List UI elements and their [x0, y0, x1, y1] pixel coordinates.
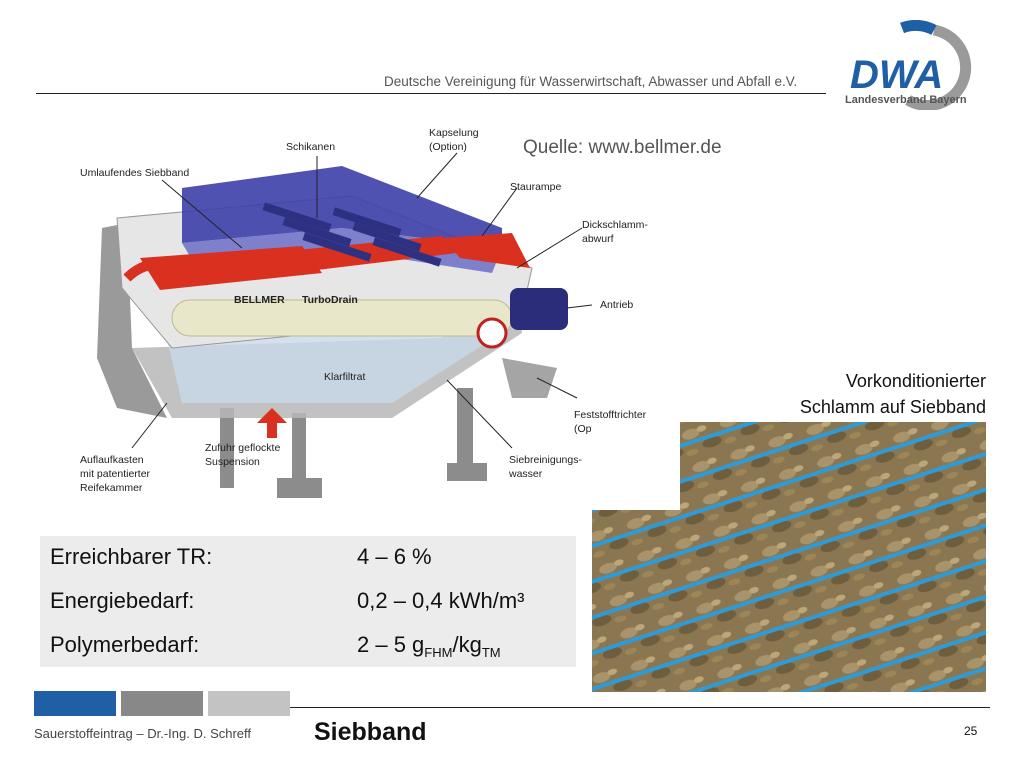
- caption-line-2: Schlamm auf Siebband: [799, 397, 986, 417]
- slide-title: Siebband: [314, 718, 427, 746]
- label-feststofftrichter: Feststofftrichter: [574, 409, 647, 421]
- spec-subscript-tm: TM: [481, 645, 501, 660]
- spec-row-energy: Energiebedarf: 0,2 – 0,4 kWh/m³: [50, 588, 525, 614]
- logo-text: DWA: [850, 53, 943, 97]
- label-kapselung-option: (Option): [429, 141, 467, 153]
- drive-motor: [510, 288, 568, 330]
- spec-row-polymer: Polymerbedarf: 2 – 5 gFHM/kgTM: [50, 632, 501, 660]
- organization-name: Deutsche Vereinigung für Wasserwirtschaf…: [384, 74, 798, 89]
- spec-label: Polymerbedarf:: [50, 632, 200, 657]
- label-siebreinigung: Siebreinigungs-: [509, 454, 582, 466]
- label-kapselung: Kapselung: [429, 127, 479, 139]
- spec-value: 2 – 5 gFHM/kgTM: [357, 632, 501, 660]
- dwa-logo: DWA: [850, 20, 972, 110]
- source-credit: Quelle: www.bellmer.de: [523, 137, 722, 158]
- leader-lines: [131, 152, 593, 449]
- feed-arrow-bottom: [257, 408, 287, 438]
- label-schikanen: Schikanen: [286, 141, 335, 153]
- label-zufuhr: Zufuhr geflockte: [205, 442, 280, 454]
- footer-bar-gray: [121, 691, 203, 716]
- label-auflaufkasten: Auflaufkasten: [80, 454, 144, 466]
- sludge-zone-left: [140, 246, 322, 290]
- label-antrieb: Antrieb: [600, 299, 633, 311]
- spec-value-main: 2 – 5 g: [357, 632, 425, 657]
- machine-leg: [220, 408, 234, 488]
- footer-divider: [290, 707, 990, 708]
- spec-value-mid: /kg: [452, 632, 482, 657]
- label-patentierter: mit patentierter: [80, 468, 151, 480]
- photo-caption: Vorkonditionierter Schlamm auf Siebband: [700, 368, 986, 420]
- spec-subscript-fhm: FHM: [424, 645, 453, 660]
- page-number: 25: [964, 724, 978, 738]
- head-box: [97, 223, 167, 418]
- brand-label: BELLMER: [234, 294, 285, 306]
- spec-label: Energiebedarf:: [50, 588, 195, 613]
- spec-row-tr: Erreichbarer TR: 4 – 6 %: [50, 544, 432, 570]
- machine-leg: [292, 413, 306, 483]
- label-siebreinigung-wasser: wasser: [508, 468, 543, 480]
- sludge-zone-right: [442, 233, 530, 268]
- header-divider: [36, 93, 826, 94]
- label-suspension: Suspension: [205, 456, 260, 468]
- label-dickschlamm: Dickschlamm-: [582, 219, 648, 231]
- label-staurampe: Staurampe: [510, 181, 562, 193]
- machine-foot: [447, 463, 487, 481]
- machine-leg: [457, 388, 473, 468]
- model-label: TurboDrain: [302, 294, 358, 306]
- solids-hopper: [502, 358, 557, 398]
- siebband-machine-diagram: BELLMER TurboDrain Umlaufendes Siebband …: [80, 127, 648, 498]
- machine-foot: [277, 478, 322, 498]
- chicanes: [262, 202, 442, 267]
- sludge-photo: [592, 422, 986, 692]
- photo-corner-cutout: [592, 422, 680, 510]
- drive-wheel: [476, 317, 508, 349]
- spec-value: 0,2 – 0,4 kWh/m³: [357, 588, 525, 613]
- label-klarfiltrat: Klarfiltrat: [324, 371, 366, 383]
- footer-bar-light: [208, 691, 290, 716]
- logo-subtitle: Landesverband Bayern: [845, 94, 967, 106]
- caption-line-1: Vorkonditionierter: [845, 371, 986, 391]
- specs-box: Erreichbarer TR: 4 – 6 % Energiebedarf: 0,…: [40, 536, 576, 667]
- footer-bar-blue: [34, 691, 116, 716]
- label-umlaufendes-siebband: Umlaufendes Siebband: [80, 167, 189, 179]
- cover-capsule: [182, 166, 502, 248]
- spec-value: 4 – 6 %: [357, 544, 432, 569]
- label-dickschlamm-abwurf: abwurf: [582, 233, 614, 245]
- footer-author: Sauerstoffeintrag – Dr.-Ing. D. Schreff: [34, 726, 252, 741]
- spec-label: Erreichbarer TR:: [50, 544, 213, 569]
- label-reifekammer: Reifekammer: [80, 482, 143, 494]
- feed-arrow-left: [123, 259, 174, 282]
